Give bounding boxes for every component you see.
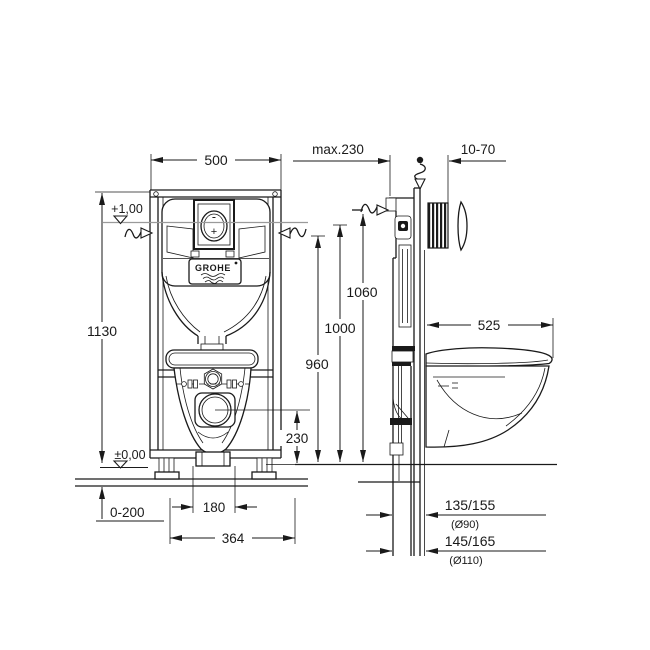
dim-height-960: 960 (300, 235, 335, 462)
svg-text:525: 525 (478, 318, 501, 333)
svg-text:(Ø110): (Ø110) (449, 555, 482, 567)
actuator-button (427, 200, 468, 252)
svg-text:±0,00: ±0,00 (114, 448, 145, 462)
actuator-cylinder (427, 202, 449, 249)
dim-frame-width: 500 (150, 152, 282, 190)
seal-band-upper (392, 346, 415, 351)
flush-pipe-flare (200, 343, 224, 351)
dim-foot-adjust: 0-200 (96, 487, 164, 522)
dim-frame-depth: max.230 (293, 142, 391, 196)
side-dimensions: max.230 10-70 1060 1000 (293, 142, 554, 567)
front-dimensions: 500 +1,00 1130 ±0,00 0-200 (82, 152, 314, 546)
foot-plate-right (251, 471, 277, 480)
svg-text:10-70: 10-70 (461, 142, 496, 157)
seal-band-lower (392, 362, 411, 366)
dim-frame-height: 1130 (82, 191, 150, 463)
level-marker-upper: +1,00 (111, 202, 143, 225)
bowl-outlet-stub (195, 451, 231, 467)
top-bracket (385, 197, 397, 212)
dim-base-width: 364 (169, 498, 296, 546)
svg-text:(Ø90): (Ø90) (451, 519, 479, 531)
svg-text:135/155: 135/155 (445, 497, 496, 513)
dim-connection-spacing: 180 (172, 466, 257, 515)
flush-connector (203, 368, 223, 390)
flush-plus-label: + (211, 226, 217, 238)
flush-button-oval (200, 210, 228, 242)
pipe-seal-band (390, 418, 412, 425)
svg-text:230: 230 (286, 431, 309, 446)
dim-outlet-height: 230 (215, 409, 314, 465)
dim-wall-finish-range: 10-70 (447, 142, 506, 204)
side-wall-break-arrow (352, 203, 390, 216)
svg-text:364: 364 (222, 531, 245, 546)
flush-minus-label: - (212, 210, 216, 224)
front-view: - + GROHE (75, 189, 308, 487)
grohe-logo: GROHE (188, 258, 242, 285)
wall-break-arrow-right (277, 227, 307, 239)
frame-bolt-hole-left (153, 191, 159, 197)
tank-window-right (238, 225, 266, 259)
tank-window-left (166, 225, 194, 259)
dim-drain-110: 145/165 (Ø110) (366, 533, 546, 567)
dim-drain-90: 135/155 (Ø90) (366, 497, 546, 531)
svg-text:145/165: 145/165 (445, 533, 496, 549)
dim-wc-depth: 525 (427, 317, 554, 358)
toilet-side (425, 347, 553, 448)
wall-section (413, 187, 425, 556)
foot-plate-left (154, 471, 180, 480)
button-cap (457, 200, 468, 252)
dim-height-1060: 1060 (341, 214, 384, 462)
registered-mark-icon (234, 261, 238, 265)
wall-break-arrow-left (124, 227, 154, 239)
mounting-bolt-right (226, 379, 244, 389)
svg-text:max.230: max.230 (312, 142, 364, 157)
frame-feet (154, 457, 277, 480)
svg-text:960: 960 (305, 356, 329, 372)
svg-text:0-200: 0-200 (110, 505, 145, 520)
svg-text:500: 500 (204, 152, 228, 168)
brand-label: GROHE (195, 263, 231, 273)
toilet-bowl-front (165, 349, 259, 467)
cistern-side (385, 197, 415, 556)
svg-text:1130: 1130 (87, 323, 117, 339)
svg-text:+1,00: +1,00 (111, 202, 143, 216)
frame-bolt-hole-right (272, 191, 278, 197)
svg-text:1000: 1000 (324, 320, 355, 336)
level-marker-floor: ±0,00 (100, 448, 148, 469)
svg-text:1060: 1060 (346, 284, 377, 300)
side-frame-foot (389, 366, 404, 481)
side-view (295, 156, 557, 556)
mounting-bolt-left (181, 379, 198, 389)
cistern-tank: - + GROHE (161, 198, 271, 351)
flush-bend-pipe (398, 244, 412, 328)
finished-wall-marker (414, 156, 426, 191)
flush-plate: - + (193, 199, 235, 250)
dim-height-1000: 1000 (320, 224, 361, 462)
svg-text:180: 180 (203, 500, 226, 515)
bowl-body-side (425, 365, 550, 448)
